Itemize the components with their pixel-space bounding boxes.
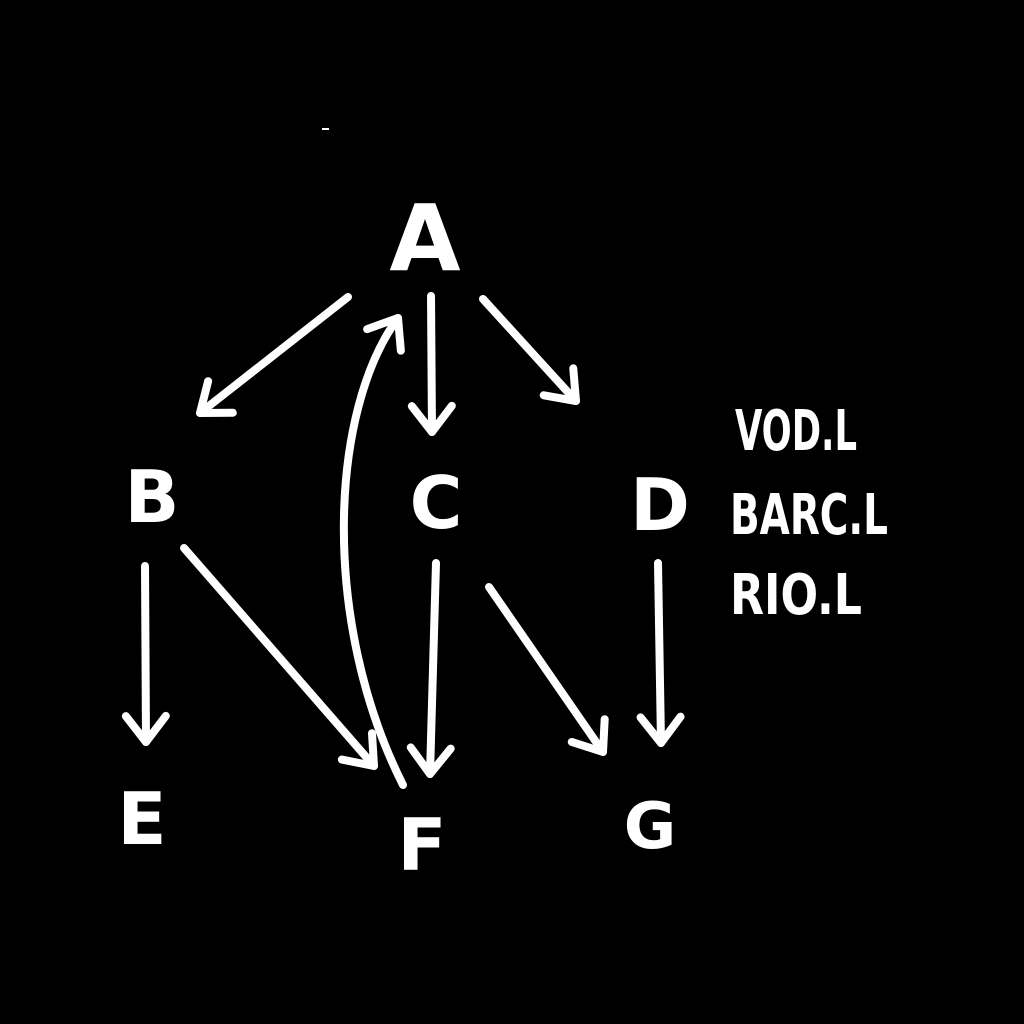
edge-c-to-f xyxy=(426,559,440,778)
arrowhead-b-to-e xyxy=(121,711,170,746)
node-g: G xyxy=(624,790,677,864)
edge-a-to-d xyxy=(479,295,580,405)
edge-d-to-g xyxy=(654,559,665,747)
arrowhead-c-to-f xyxy=(406,743,455,778)
node-f: F xyxy=(397,803,446,887)
arrowhead-a-to-c xyxy=(407,401,456,436)
edge-a-to-b xyxy=(196,293,352,417)
edge-b-to-f xyxy=(180,544,378,770)
arrowhead-f-to-a xyxy=(363,314,405,355)
arrowhead-d-to-g xyxy=(636,712,685,747)
side-labels-group: VOD.L BARC.L RIO.L xyxy=(730,399,888,628)
edge-a-to-c xyxy=(427,292,436,436)
arrowhead-b-to-f xyxy=(337,729,378,770)
nodes-group: A B C D E F G xyxy=(117,185,689,887)
side-label-rio: RIO.L xyxy=(730,563,862,628)
arrowhead-a-to-d xyxy=(539,364,580,405)
edge-f-to-a xyxy=(339,314,407,789)
node-b: B xyxy=(125,455,180,539)
node-e: E xyxy=(117,777,166,861)
edge-b-to-e xyxy=(141,562,150,746)
node-a: A xyxy=(389,185,460,292)
arrowhead-a-to-b xyxy=(196,377,237,417)
node-c: C xyxy=(410,461,463,545)
side-label-vod: VOD.L xyxy=(735,399,857,464)
node-d: D xyxy=(630,463,690,547)
edges-group xyxy=(121,292,685,789)
arrowhead-c-to-g xyxy=(567,715,609,756)
edge-c-to-g xyxy=(485,583,607,756)
side-label-barc: BARC.L xyxy=(730,483,888,548)
